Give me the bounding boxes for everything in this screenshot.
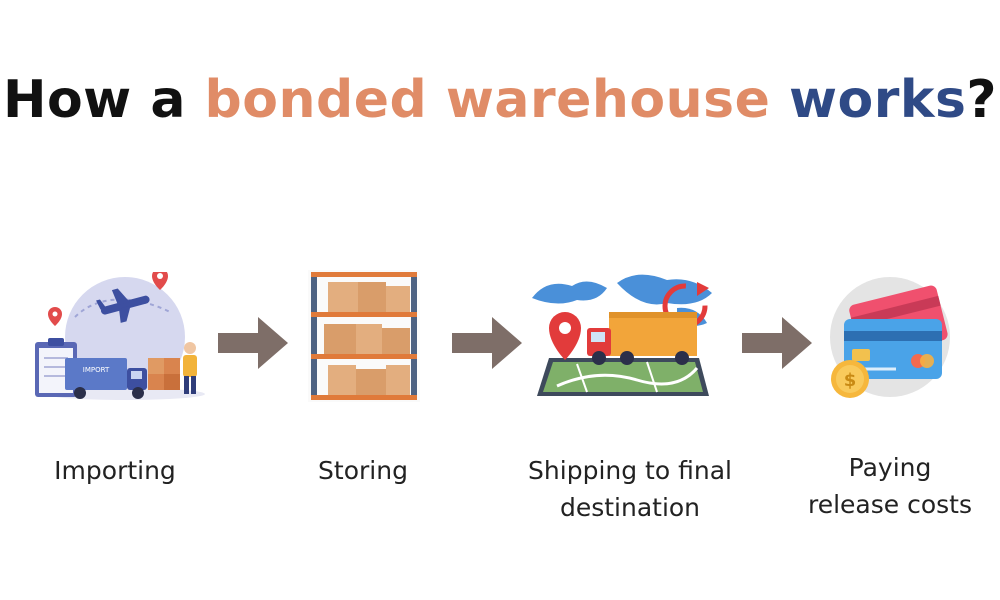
step-label-line: destination bbox=[559, 493, 701, 522]
import-truck-text: IMPORT bbox=[83, 366, 110, 374]
step-label-importing: Importing bbox=[20, 452, 210, 489]
delivery-truck-map-icon bbox=[532, 274, 712, 396]
svg-text:$: $ bbox=[844, 370, 857, 391]
arrow-right-icon bbox=[218, 317, 288, 369]
step-label-line: Shipping to final bbox=[528, 456, 732, 485]
payment-cards-icon: $ bbox=[830, 277, 950, 398]
title-highlight-orange: bonded warehouse bbox=[204, 70, 771, 130]
step-label-line: release costs bbox=[807, 490, 972, 519]
arrow-right-icon bbox=[742, 317, 812, 369]
step-label-line: Paying bbox=[848, 453, 932, 482]
step-label-line: Storing bbox=[318, 456, 408, 485]
title-part-1: How a bbox=[2, 70, 205, 130]
title-highlight-blue: works bbox=[770, 70, 967, 130]
step-label-line: Importing bbox=[54, 456, 176, 485]
step-label-paying: Paying release costs bbox=[790, 449, 990, 523]
warehouse-shelves-icon bbox=[308, 270, 420, 402]
title-question-mark: ? bbox=[966, 70, 998, 130]
arrow-right-icon bbox=[452, 317, 522, 369]
step-label-shipping: Shipping to final destination bbox=[510, 452, 750, 526]
import-plane-truck-icon: IMPORT bbox=[35, 272, 205, 400]
step-label-storing: Storing bbox=[268, 452, 458, 489]
page-title: How a bonded warehouse works? bbox=[0, 70, 1000, 130]
